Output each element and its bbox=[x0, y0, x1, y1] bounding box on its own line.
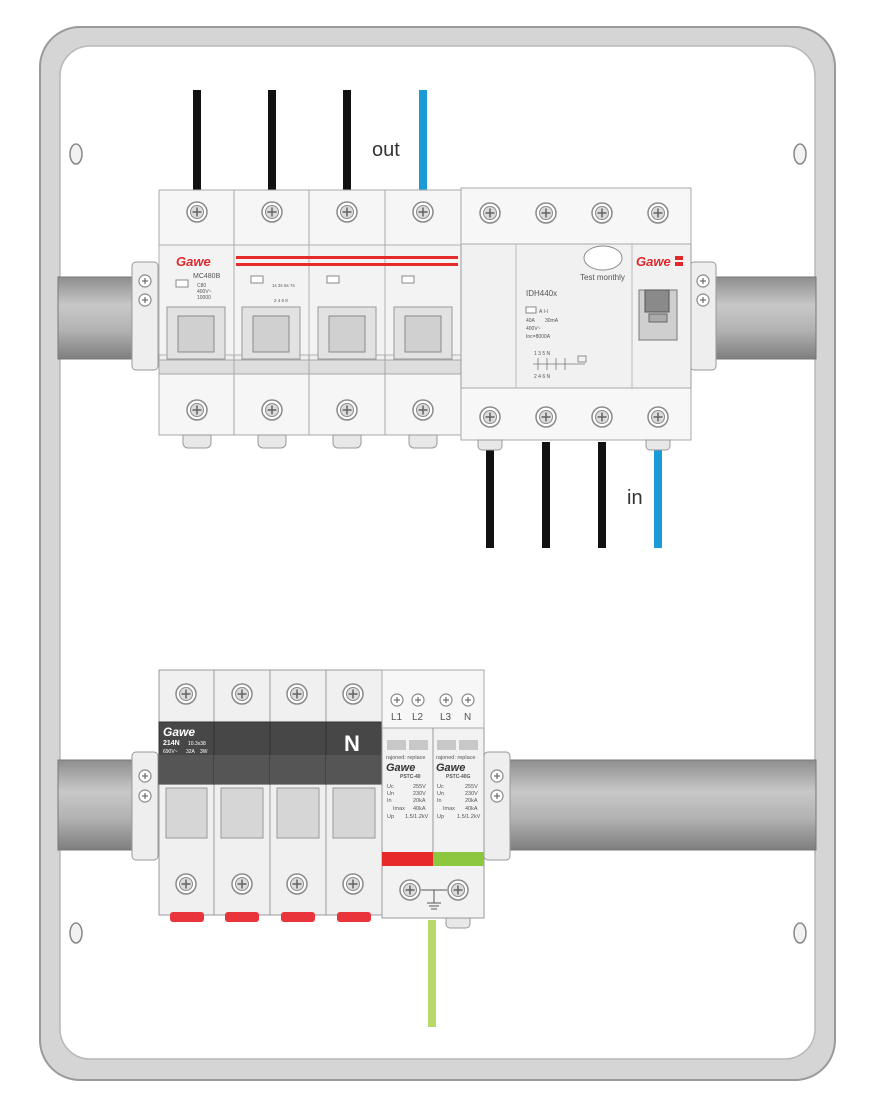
spd-spec-value: 1.5/1.2kV bbox=[457, 814, 481, 820]
fuse-brand: Gawe bbox=[163, 725, 195, 739]
rcd-terminals-bottom: 2 4 6 N bbox=[534, 374, 551, 380]
rcd-model: IDH440x bbox=[526, 289, 557, 298]
spd-spec-label: Imax bbox=[393, 806, 405, 812]
spd-spec-value: 1.5/1.2kV bbox=[405, 814, 429, 820]
mcb-brand: Gawe bbox=[176, 254, 211, 269]
spd-model: PSTC-40 bbox=[400, 774, 421, 780]
spd-spec-label: In bbox=[437, 798, 442, 804]
mounting-hole bbox=[793, 143, 807, 165]
spd-spec-value: 20kA bbox=[413, 798, 426, 804]
fuse-model: 214N bbox=[163, 740, 180, 747]
mcb-pole bbox=[308, 189, 386, 449]
rcd-breaking: Inc=8000A bbox=[526, 334, 551, 340]
fuse-holder bbox=[158, 669, 215, 922]
brand-mark bbox=[675, 256, 683, 260]
spd-terminal: L1 bbox=[391, 712, 403, 723]
fuse-voltage: 690V~ bbox=[163, 749, 178, 755]
indicator-window bbox=[326, 275, 340, 284]
rcd-type-symbol bbox=[525, 306, 537, 314]
rail-clamp bbox=[483, 751, 511, 861]
rcd-test-label: Test monthly bbox=[580, 273, 625, 282]
fuse-holder bbox=[213, 669, 271, 922]
spd-module: rajoned: replace Gawe PSTC-40 Uc 255V Un… bbox=[386, 740, 429, 820]
spd-spec-label: Up bbox=[387, 814, 394, 820]
spd-indicator-label: rajoned: replace bbox=[386, 755, 425, 761]
spd-brand: Gawe bbox=[436, 762, 465, 774]
spd-red-band bbox=[382, 852, 433, 866]
rcd-brand: Gawe bbox=[636, 254, 671, 269]
spd-indicator-label: rajoned: replace bbox=[436, 755, 475, 761]
rcd-4-pole: Test monthly Gawe IDH440x A I-I 40A 30mA… bbox=[460, 187, 692, 451]
test-button[interactable] bbox=[583, 245, 623, 271]
mcb-4-pole: Gawe MC480B C80 400V~ 10000 1s 3s 5s 7s … bbox=[158, 189, 462, 449]
rcd-toggle[interactable] bbox=[638, 289, 678, 341]
spd-spec-value: 255V bbox=[465, 784, 478, 790]
spd-green-band bbox=[433, 852, 484, 866]
label-in: in bbox=[627, 487, 643, 509]
spd-terminal: L2 bbox=[412, 712, 424, 723]
spd-spec-value: 40kA bbox=[465, 806, 478, 812]
rcd-type: A I-I bbox=[539, 309, 548, 315]
mcb-red-band bbox=[236, 263, 458, 266]
fuse-current: 32A bbox=[186, 749, 196, 755]
rcd-sensitivity: 30mA bbox=[545, 318, 559, 324]
spd-brand: Gawe bbox=[386, 762, 415, 774]
mcb-terminals-top: 1s 3s 5s 7s bbox=[272, 283, 296, 288]
spd-terminal: N bbox=[464, 712, 471, 723]
indicator-window bbox=[175, 279, 189, 288]
enclosure bbox=[39, 26, 836, 1081]
rcd-terminals-top: 1 3 5 N bbox=[534, 351, 551, 357]
spd-spec-label: Un bbox=[387, 791, 394, 797]
spd-spec-label: Uc bbox=[437, 784, 444, 790]
mounting-hole bbox=[69, 143, 83, 165]
spd-spec-label: Uc bbox=[387, 784, 394, 790]
fuse-holder bbox=[269, 669, 327, 922]
fuse-neutral-label: N bbox=[344, 731, 360, 756]
mcb-pole bbox=[233, 189, 310, 449]
mcb-pole bbox=[384, 189, 462, 449]
fuse-size: 10.3x38 bbox=[188, 741, 206, 747]
mcb-voltage: 400V~ bbox=[197, 289, 212, 295]
earth-icon bbox=[421, 889, 447, 910]
spd-spec-label: In bbox=[387, 798, 392, 804]
spd-module: rajoned: replace Gawe PSTC-40G Uc 255V U… bbox=[436, 740, 481, 820]
spd-spec-label: Imax bbox=[443, 806, 455, 812]
mcb-pole bbox=[158, 189, 235, 449]
mcb-rating: 10000 bbox=[197, 295, 211, 301]
rcd-current: 40A bbox=[526, 318, 536, 324]
mounting-hole bbox=[69, 922, 83, 944]
output-wires bbox=[193, 90, 427, 190]
rcd-schematic bbox=[533, 355, 587, 370]
spd-spec-value: 230V bbox=[413, 791, 426, 797]
spd-spec-value: 230V bbox=[465, 791, 478, 797]
spd-spec-value: 20kA bbox=[465, 798, 478, 804]
fuse-power: 3W bbox=[200, 749, 208, 755]
indicator-window bbox=[250, 275, 264, 284]
spd-spec-value: 40kA bbox=[413, 806, 426, 812]
mcb-model: MC480B bbox=[193, 273, 221, 280]
spd-model: PSTC-40G bbox=[446, 774, 471, 780]
indicator-window bbox=[401, 275, 415, 284]
label-out: out bbox=[372, 139, 400, 161]
mcb-terminals-bottom: 2 4 6 8 bbox=[274, 298, 288, 303]
rail-clamp bbox=[131, 261, 159, 371]
rail-clamp bbox=[689, 261, 717, 371]
rail-clamp bbox=[131, 751, 159, 861]
mcb-curve: C80 bbox=[197, 283, 206, 289]
surge-protector: L1 L2 L3 N rajoned: replace Gawe PSTC-40… bbox=[381, 669, 485, 929]
mcb-red-band bbox=[236, 256, 458, 259]
spd-spec-value: 255V bbox=[413, 784, 426, 790]
spd-spec-label: Un bbox=[437, 791, 444, 797]
mounting-hole bbox=[793, 922, 807, 944]
fuse-holder-neutral bbox=[325, 669, 383, 922]
spd-spec-label: Up bbox=[437, 814, 444, 820]
fuse-holder-block: Gawe 214N 10.3x38 690V~ 32A 3W N bbox=[158, 669, 383, 922]
input-wires bbox=[486, 442, 662, 548]
spd-terminal: L3 bbox=[440, 712, 452, 723]
rcd-voltage: 400V~ bbox=[526, 326, 541, 332]
brand-mark bbox=[675, 262, 683, 266]
